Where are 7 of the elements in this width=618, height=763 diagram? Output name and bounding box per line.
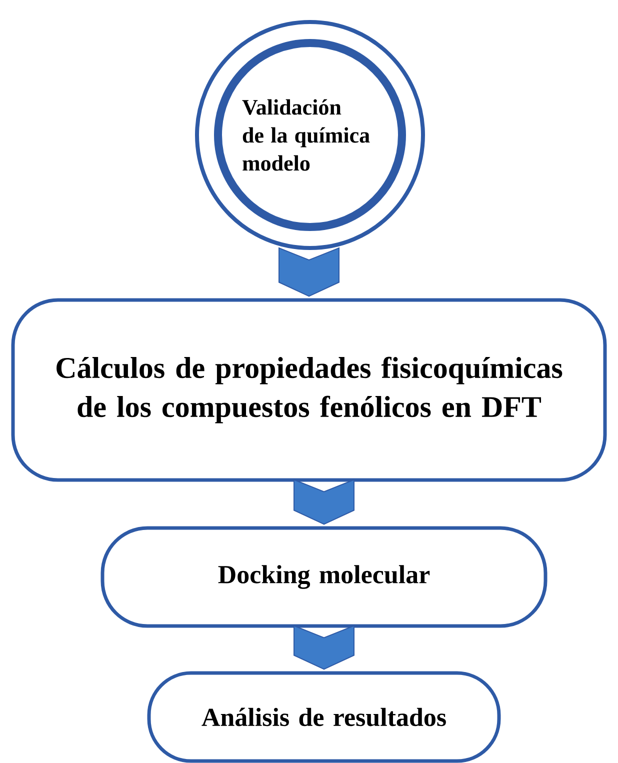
process-box: Docking molecular: [100, 526, 548, 628]
process-box: Análisis de resultados: [147, 671, 501, 763]
process-box: Cálculos de propiedades fisicoquímicas de los compuestos fenólicos en DFT: [11, 298, 607, 482]
chevron-arrow: [294, 479, 354, 525]
circle-node: Validación de la química modelo: [195, 20, 425, 250]
chevron-arrow: [278, 247, 340, 297]
chevron-arrow: [294, 625, 354, 670]
